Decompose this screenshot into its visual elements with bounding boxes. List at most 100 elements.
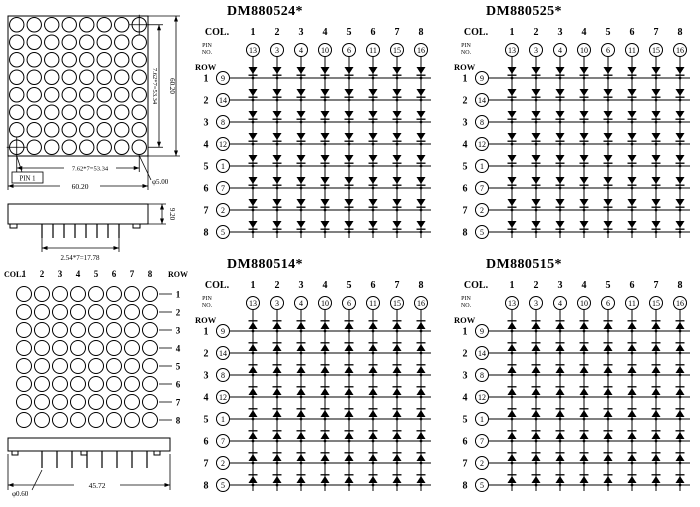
svg-text:5: 5: [176, 362, 181, 372]
svg-text:4: 4: [204, 393, 209, 404]
svg-text:8: 8: [419, 280, 424, 291]
svg-text:1: 1: [463, 74, 468, 85]
svg-text:1: 1: [463, 327, 468, 338]
svg-text:14: 14: [219, 349, 227, 358]
svg-text:4: 4: [582, 27, 587, 38]
svg-text:13: 13: [249, 46, 257, 55]
svg-text:8: 8: [678, 280, 683, 291]
svg-text:NO.: NO.: [461, 303, 472, 309]
svg-text:8: 8: [204, 228, 209, 239]
svg-text:2: 2: [275, 27, 280, 38]
svg-text:6: 6: [347, 299, 351, 308]
svg-text:12: 12: [219, 393, 227, 402]
svg-text:φ5.00: φ5.00: [152, 178, 169, 186]
schematic-wires: [229, 56, 431, 238]
svg-text:9.20: 9.20: [168, 208, 176, 221]
svg-text:PIN 1: PIN 1: [19, 176, 35, 183]
svg-text:NO.: NO.: [202, 50, 213, 56]
svg-text:5: 5: [221, 481, 225, 490]
svg-text:12: 12: [219, 140, 227, 149]
svg-text:COL.: COL.: [205, 27, 230, 38]
svg-text:1: 1: [221, 162, 225, 171]
svg-text:2: 2: [534, 280, 539, 291]
svg-text:4: 4: [204, 140, 209, 151]
svg-text:6: 6: [463, 437, 468, 448]
svg-text:8: 8: [480, 371, 484, 380]
svg-text:1: 1: [480, 162, 484, 171]
svg-text:5: 5: [606, 27, 611, 38]
svg-text:10: 10: [580, 299, 588, 308]
svg-text:1: 1: [510, 27, 515, 38]
svg-text:6: 6: [463, 184, 468, 195]
svg-text:NO.: NO.: [202, 303, 213, 309]
svg-text:9: 9: [480, 74, 484, 83]
svg-text:2: 2: [463, 96, 468, 107]
svg-text:12: 12: [478, 140, 486, 149]
svg-text:7: 7: [395, 27, 400, 38]
svg-text:3: 3: [275, 46, 279, 55]
front-side-view: [7, 203, 149, 238]
svg-text:7.62*7=53.34: 7.62*7=53.34: [72, 166, 109, 173]
svg-text:13: 13: [508, 46, 516, 55]
svg-text:6: 6: [630, 27, 635, 38]
svg-text:7: 7: [463, 459, 468, 470]
svg-text:2: 2: [204, 349, 209, 360]
svg-text:φ0.60: φ0.60: [12, 490, 29, 498]
svg-text:14: 14: [219, 96, 227, 105]
svg-text:COL.: COL.: [464, 280, 489, 291]
svg-text:1: 1: [510, 280, 515, 291]
svg-text:7: 7: [463, 206, 468, 217]
svg-text:1: 1: [204, 327, 209, 338]
svg-text:4: 4: [299, 299, 303, 308]
svg-text:2: 2: [176, 308, 181, 318]
svg-text:2.54*7=17.78: 2.54*7=17.78: [61, 254, 100, 262]
svg-text:2: 2: [480, 206, 484, 215]
svg-text:3: 3: [299, 27, 304, 38]
svg-text:6: 6: [112, 269, 117, 279]
svg-text:8: 8: [463, 228, 468, 239]
svg-text:15: 15: [393, 299, 401, 308]
svg-text:3: 3: [558, 27, 563, 38]
svg-text:7: 7: [395, 280, 400, 291]
svg-text:2: 2: [463, 349, 468, 360]
svg-text:4: 4: [558, 299, 562, 308]
svg-text:13: 13: [249, 299, 257, 308]
svg-text:COL.: COL.: [464, 27, 489, 38]
svg-text:15: 15: [393, 46, 401, 55]
svg-text:11: 11: [628, 46, 636, 55]
svg-text:3: 3: [463, 371, 468, 382]
svg-text:6: 6: [204, 437, 209, 448]
svg-text:6: 6: [371, 280, 376, 291]
svg-text:10: 10: [580, 46, 588, 55]
svg-text:5: 5: [480, 481, 484, 490]
svg-text:5: 5: [347, 280, 352, 291]
schematic-wires: [488, 56, 690, 238]
svg-text:8: 8: [480, 118, 484, 127]
svg-text:ROW: ROW: [168, 270, 188, 279]
svg-text:2: 2: [275, 280, 280, 291]
svg-text:3: 3: [299, 280, 304, 291]
svg-text:1: 1: [176, 290, 181, 300]
svg-text:1: 1: [480, 415, 484, 424]
svg-text:8: 8: [148, 269, 153, 279]
svg-text:11: 11: [369, 46, 377, 55]
svg-text:10: 10: [321, 299, 329, 308]
svg-text:8: 8: [221, 118, 225, 127]
svg-text:6: 6: [606, 299, 610, 308]
svg-text:7: 7: [654, 27, 659, 38]
svg-text:9: 9: [221, 74, 225, 83]
svg-text:7: 7: [480, 437, 484, 446]
svg-text:4: 4: [582, 280, 587, 291]
diode-grid: [507, 67, 685, 234]
svg-text:5: 5: [204, 415, 209, 426]
svg-text:3: 3: [204, 118, 209, 129]
svg-text:3: 3: [534, 299, 538, 308]
svg-text:6: 6: [204, 184, 209, 195]
